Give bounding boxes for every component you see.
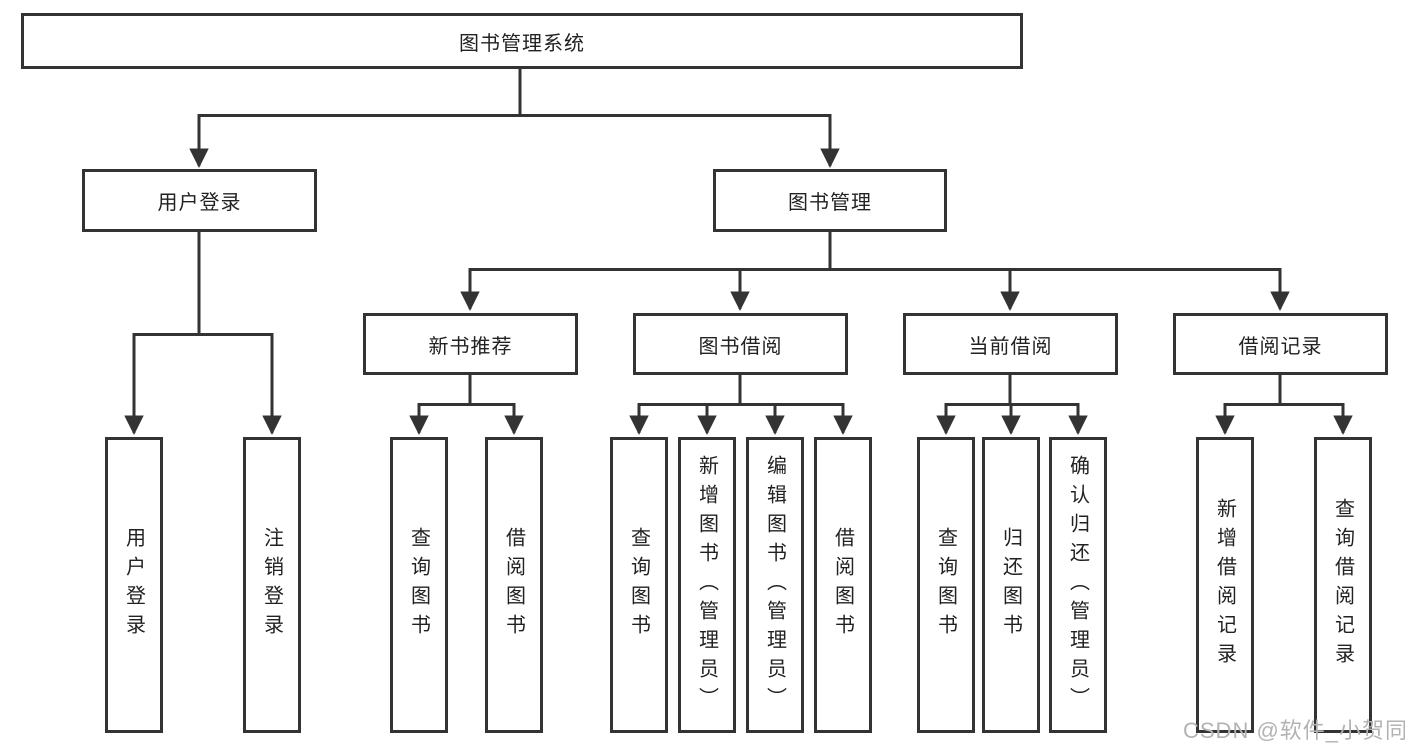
node-label: 查询图书	[627, 527, 650, 643]
node-label: 编辑图书（管理员）	[763, 454, 786, 716]
leaf-edit-book-admin: 编辑图书（管理员）	[746, 437, 804, 733]
node-label: 图书管理	[788, 192, 872, 214]
node-label: 查询图书	[934, 527, 957, 643]
node-new-book-recommendation: 新书推荐	[363, 313, 578, 375]
node-label: 借阅图书	[502, 527, 525, 643]
leaf-add-book-admin: 新增图书（管理员）	[678, 437, 736, 733]
node-label: 借阅图书	[831, 527, 854, 643]
leaf-confirm-return-admin: 确认归还（管理员）	[1049, 437, 1107, 733]
node-label: 查询借阅记录	[1331, 498, 1354, 672]
leaf-logout: 注销登录	[243, 437, 301, 733]
node-label: 图书借阅	[698, 335, 783, 358]
leaf-query-books-1: 查询图书	[390, 437, 448, 733]
node-label: 新增借阅记录	[1213, 498, 1236, 672]
node-label: 借阅记录	[1238, 335, 1323, 358]
node-label: 用户登录	[122, 527, 145, 643]
node-label: 归还图书	[999, 527, 1022, 643]
node-label: 用户登录	[157, 192, 242, 214]
node-user-login: 用户登录	[82, 169, 317, 232]
node-book-management: 图书管理	[713, 169, 947, 232]
node-label: 新增图书（管理员）	[695, 454, 718, 716]
csdn-watermark: CSDN @软件_小贺同学	[1183, 718, 1405, 743]
node-label: 查询图书	[407, 527, 430, 643]
leaf-borrow-books-2: 借阅图书	[814, 437, 872, 733]
leaf-user-login: 用户登录	[105, 437, 163, 733]
leaf-query-books-2: 查询图书	[610, 437, 668, 733]
node-borrowing-records: 借阅记录	[1173, 313, 1388, 375]
node-label: 注销登录	[260, 527, 283, 643]
node-current-borrowing: 当前借阅	[903, 313, 1118, 375]
node-label: 图书管理系统	[459, 32, 585, 55]
leaf-borrow-books-1: 借阅图书	[485, 437, 543, 733]
node-library-management-system: 图书管理系统	[21, 13, 1023, 69]
node-book-borrowing: 图书借阅	[633, 313, 848, 375]
node-label: 确认归还（管理员）	[1066, 454, 1089, 716]
leaf-add-borrow-record: 新增借阅记录	[1196, 437, 1254, 733]
leaf-query-books-3: 查询图书	[917, 437, 975, 733]
node-label: 当前借阅	[968, 335, 1053, 358]
leaf-query-borrow-record: 查询借阅记录	[1314, 437, 1372, 733]
leaf-return-book: 归还图书	[982, 437, 1040, 733]
node-label: 新书推荐	[428, 335, 513, 358]
